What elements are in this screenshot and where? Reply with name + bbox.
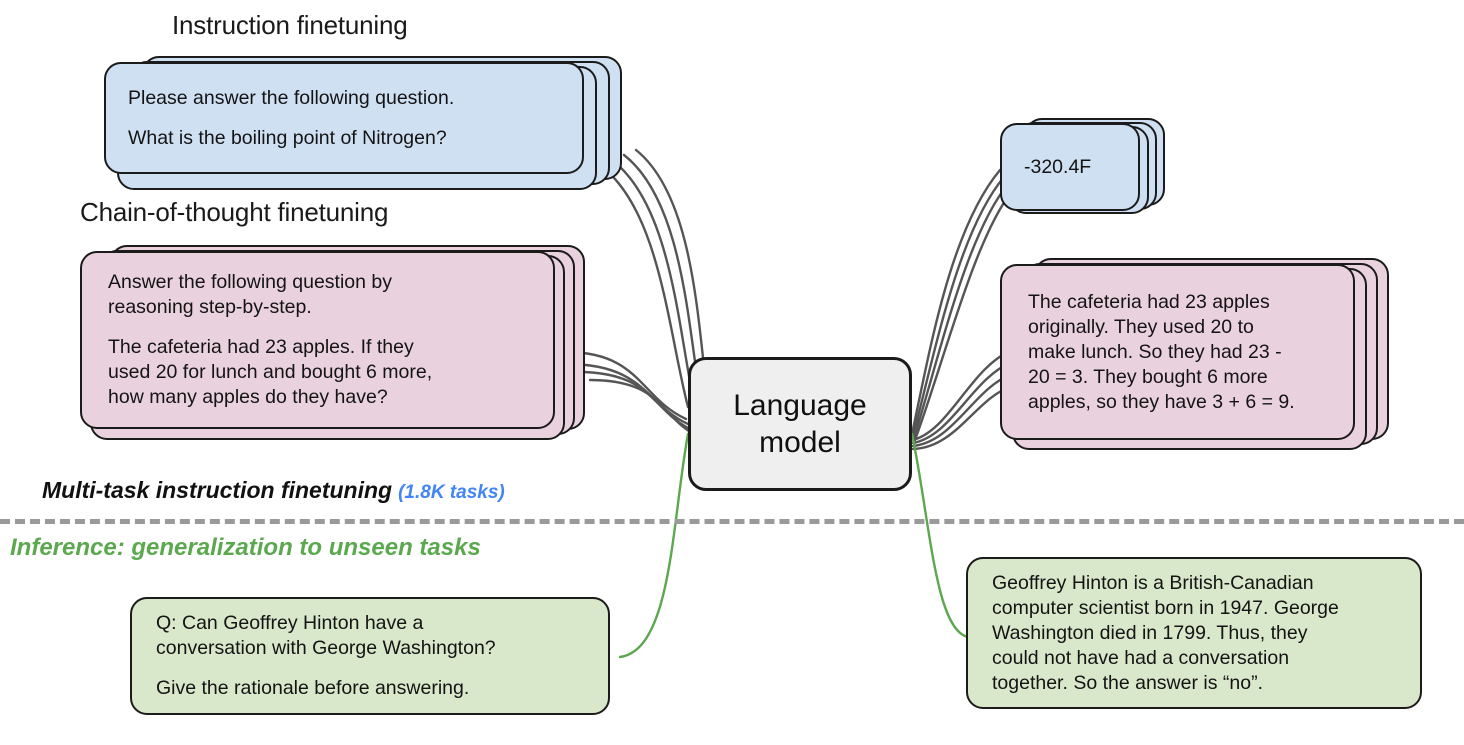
wire-out-cot-3 [911, 372, 1014, 448]
language-model-label: Language model [733, 389, 867, 459]
wire-out-instruction-2 [911, 175, 1006, 438]
inference-divider [0, 519, 1464, 524]
instruction-output-stack[interactable]: -320.4F [1000, 118, 1200, 228]
heading-chain-of-thought-finetuning: Chain-of-thought finetuning [80, 197, 389, 227]
heading-instruction-finetuning: Instruction finetuning [172, 10, 408, 40]
caption-task-count: (1.8K tasks) [398, 482, 505, 503]
inference-input-card[interactable]: Q: Can Geoffrey Hinton have a conversati… [130, 597, 610, 715]
caption-multitask-wrapper: Multi-task instruction finetuning(1.8K t… [42, 477, 505, 504]
inference-output-text: Geoffrey Hinton is a British-Canadian co… [992, 571, 1339, 694]
inference-input-stack[interactable]: Q: Can Geoffrey Hinton have a conversati… [130, 597, 630, 722]
inference-output-card[interactable]: Geoffrey Hinton is a British-Canadian co… [966, 557, 1422, 709]
instruction-input-line-2: What is the boiling point of Nitrogen? [128, 126, 447, 149]
cot-input-card[interactable]: Answer the following question by reasoni… [80, 251, 555, 429]
instruction-input-stack[interactable]: Please answer the following question. Wh… [104, 56, 654, 206]
caption-inference: Inference: generalization to unseen task… [10, 534, 481, 561]
wire-out-cot-2 [911, 360, 1014, 445]
caption-multitask-text: Multi-task instruction finetuning [42, 477, 393, 503]
instruction-output-card[interactable]: -320.4F [1000, 123, 1140, 211]
wire-out-instruction-3 [912, 182, 1010, 440]
cot-output-stack[interactable]: The cafeteria had 23 apples originally. … [1000, 258, 1420, 458]
wire-out-cot-4 [911, 384, 1014, 451]
cot-input-stack[interactable]: Answer the following question by reasoni… [80, 245, 610, 450]
wire-out-instruction-1 [910, 168, 1002, 436]
inference-output-stack[interactable]: Geoffrey Hinton is a British-Canadian co… [966, 557, 1436, 717]
inference-input-line-2: Give the rationale before answering. [156, 677, 470, 699]
cot-input-line-1: Answer the following question by reasoni… [108, 271, 392, 318]
language-model-box[interactable]: Language model [688, 357, 912, 491]
cot-output-card[interactable]: The cafeteria had 23 apples originally. … [1000, 264, 1355, 440]
instruction-input-line-1: Please answer the following question. [128, 86, 455, 109]
cot-output-text: The cafeteria had 23 apples originally. … [1028, 290, 1295, 413]
cot-input-line-2: The cafeteria had 23 apples. If they use… [108, 336, 433, 408]
instruction-output-text: -320.4F [1024, 155, 1092, 178]
wire-inference-in [618, 432, 690, 659]
inference-input-line-1: Q: Can Geoffrey Hinton have a conversati… [156, 612, 496, 659]
wire-inference-out [910, 432, 970, 639]
wire-out-cot-1 [911, 348, 1014, 442]
wire-out-instruction-4 [913, 189, 1014, 442]
instruction-input-card[interactable]: Please answer the following question. Wh… [104, 62, 584, 174]
